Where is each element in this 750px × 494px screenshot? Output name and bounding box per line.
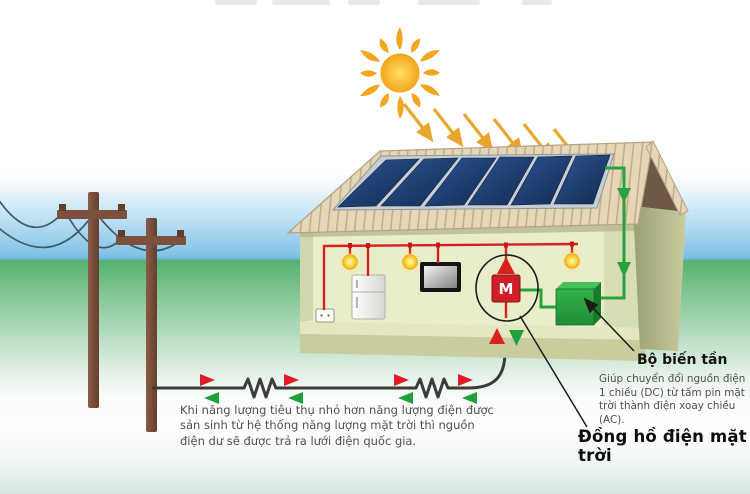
grid-export-caption: Khi năng lượng tiêu thụ nhỏ hơn năng lượ…	[180, 403, 494, 448]
light-bulb-icon	[398, 250, 422, 274]
green-arrow-down2	[509, 330, 524, 346]
green-wiring-interior	[520, 226, 626, 309]
roof-rake-overhang	[645, 140, 689, 216]
flow-arrows-green	[204, 392, 477, 404]
solar-array	[331, 153, 615, 211]
grid-wire	[152, 316, 507, 399]
cropped-title-remnant	[215, 0, 257, 5]
meter-icon: M	[491, 274, 521, 303]
meter-letter: M	[499, 280, 514, 298]
house: M	[286, 140, 689, 361]
inverter-title: Bộ biến tần	[637, 352, 728, 368]
solar-panel-icon	[553, 154, 611, 205]
interior-left-wall	[300, 226, 313, 322]
meter-label: Đồng hồ điện mặt trời	[578, 427, 747, 465]
utility-pole-1	[57, 192, 127, 408]
powerline-wires	[0, 200, 181, 252]
cropped-title-remnant	[348, 0, 380, 5]
pointer-meter-label	[519, 315, 588, 428]
solar-panel-icon	[337, 158, 420, 208]
green-arrow-down	[617, 262, 631, 277]
light-bulb-icon	[560, 249, 584, 273]
red-arrow-up	[489, 328, 505, 344]
foundation-slab	[300, 334, 646, 361]
utility-pole-2	[116, 218, 186, 432]
inverter-description: Giúp chuyển đổi nguồn điện 1 chiều (DC) …	[599, 373, 746, 426]
solar-panel-icon	[424, 157, 497, 207]
socket-icon	[315, 308, 335, 323]
fridge-icon	[351, 274, 386, 320]
green-arrow-down-roof	[617, 188, 631, 203]
green-wiring-roof	[605, 166, 626, 228]
sun-icon	[360, 27, 440, 119]
pointer-inverter-label	[591, 306, 635, 352]
interior-right-wall	[604, 220, 638, 328]
solar-panel-icon	[380, 157, 459, 207]
solar-panel-icon	[467, 156, 535, 206]
solar-panel-icon	[510, 155, 573, 206]
red-arrow-up-meter	[497, 257, 515, 274]
gable-wall	[633, 206, 686, 351]
flow-arrows-red	[200, 374, 473, 386]
cropped-title-remnant	[522, 0, 552, 5]
light-bulb-icon	[338, 250, 362, 274]
red-wiring-junctions	[348, 241, 574, 248]
cropped-title-remnant	[418, 0, 480, 5]
meter-highlight-circle	[475, 254, 539, 322]
tv-icon	[420, 262, 461, 292]
pointer-lines	[519, 297, 635, 428]
cropped-title-remnant	[272, 0, 330, 5]
